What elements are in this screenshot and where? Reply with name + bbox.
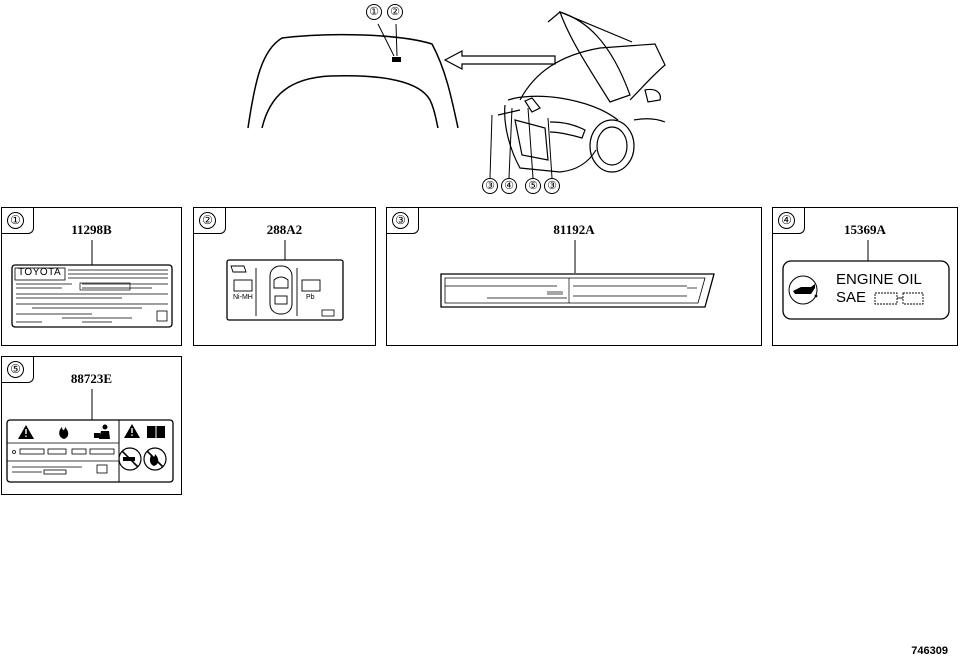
part-code: 11298B	[71, 222, 112, 237]
part-code: 15369A	[844, 222, 886, 237]
sae-text: SAE	[836, 289, 867, 306]
engine-oil-text: ENGINE OIL	[836, 271, 922, 288]
label-15369a-drawing	[782, 240, 950, 320]
part-code: 81192A	[553, 222, 595, 237]
panel-number: ④	[778, 212, 795, 229]
panel-4: ④ 15369A ENGINE OIL SAE	[772, 207, 958, 346]
callout-bottom-3a: ③	[482, 178, 498, 194]
manual-book-icon	[147, 426, 165, 438]
part-code: 88723E	[70, 371, 113, 386]
warning-triangle-icon	[18, 425, 34, 439]
flame-icon	[59, 427, 69, 439]
callout-bottom-4: ④	[501, 178, 517, 194]
hood-label-mark	[392, 57, 401, 62]
overview-illustration: ① ② ③ ④ ⑤ ③	[0, 0, 960, 205]
no-fire-icon	[143, 447, 167, 471]
hood-outline	[247, 33, 459, 129]
direction-arrow	[443, 50, 556, 70]
panel-number: ①	[7, 212, 24, 229]
panel-5: ⑤ 88723E	[1, 356, 182, 495]
label-11298b-drawing	[11, 240, 173, 328]
callout-top-1: ①	[366, 4, 382, 20]
panel-1: ① 11298B TOYOTA	[1, 207, 182, 346]
panel-3: ③ 81192A	[386, 207, 762, 346]
callout-bottom-3b: ③	[544, 178, 560, 194]
no-smoking-icon	[118, 447, 142, 471]
panel-number: ⑤	[7, 361, 24, 378]
panel-number: ②	[199, 212, 216, 229]
oil-can-icon	[793, 284, 818, 298]
callout-top-2: ②	[387, 4, 403, 20]
warning-triangle-icon-2	[124, 424, 140, 438]
part-code: 288A2	[266, 222, 303, 237]
label-288a2-drawing	[226, 240, 344, 321]
overview-drawing	[247, 11, 666, 179]
label-81192a-drawing	[440, 240, 715, 308]
hood-inner-arc	[261, 74, 439, 129]
panel-number: ③	[392, 212, 409, 229]
manual-reader-icon	[94, 424, 110, 439]
brand-text: TOYOTA	[18, 267, 62, 278]
car-front-view	[497, 11, 666, 173]
diagram-id: 746309	[911, 645, 948, 657]
label-88723e-drawing	[6, 389, 174, 483]
battery-label-left: Ni-MH	[233, 294, 253, 301]
callout-bottom-5: ⑤	[525, 178, 541, 194]
panel-2: ② 288A2 Ni-MH Pb	[193, 207, 376, 346]
battery-label-right: Pb	[306, 294, 315, 301]
